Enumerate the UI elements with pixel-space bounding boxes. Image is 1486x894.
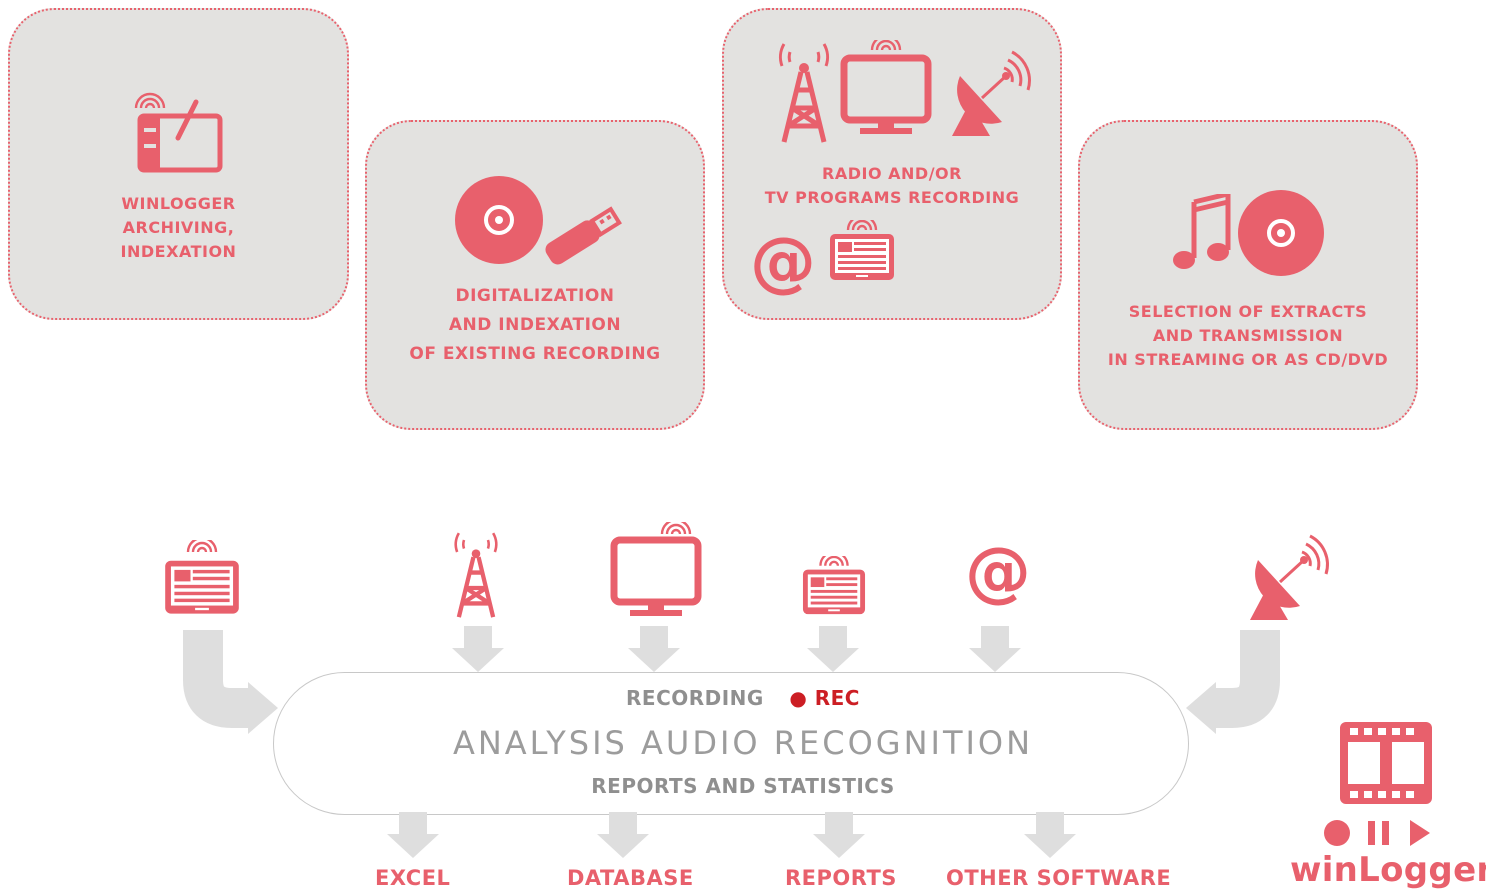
recording-line: RECORDING ● REC: [0, 686, 1486, 710]
card-selection-text: SELECTION OF EXTRACTS AND TRANSMISSION I…: [1107, 302, 1389, 369]
tablet-pen-icon: [130, 88, 230, 174]
disc-icon: [453, 174, 545, 266]
radio-tower-icon: [446, 528, 506, 624]
card-archiving: WINLOGGER ARCHIVING, INDEXATION: [8, 8, 349, 320]
card-selection: SELECTION OF EXTRACTS AND TRANSMISSION I…: [1078, 120, 1418, 430]
news-tablet-icon: [824, 220, 900, 296]
output-reports: REPORTS: [785, 866, 897, 890]
card-digitalization: DIGITALIZATION AND INDEXATION OF EXISTIN…: [365, 120, 705, 430]
rec-label: REC: [814, 686, 860, 710]
rec-dot-icon: ●: [789, 686, 808, 710]
output-excel: EXCEL: [375, 866, 451, 890]
radio-tower-icon: [774, 38, 834, 148]
tv-icon: [604, 522, 708, 622]
at-icon: [958, 536, 1038, 616]
card-radio-tv: RADIO AND/OR TV PROGRAMS RECORDING: [722, 8, 1062, 320]
disc-icon: [1236, 188, 1326, 278]
record-pause-play-icon: [1322, 818, 1442, 848]
usb-drive-icon: [537, 198, 627, 268]
output-database: DATABASE: [567, 866, 694, 890]
music-note-icon: [1168, 194, 1238, 274]
card-digitalization-text: DIGITALIZATION AND INDEXATION OF EXISTIN…: [409, 286, 661, 364]
at-icon: [748, 232, 818, 302]
recording-label: RECORDING: [626, 686, 764, 710]
satellite-dish-icon: [936, 42, 1036, 142]
analysis-label: ANALYSIS AUDIO RECOGNITION: [452, 724, 1034, 762]
film-reel-icon: [1340, 722, 1432, 804]
satellite-dish-icon: [1234, 526, 1338, 626]
card-archiving-text: WINLOGGER ARCHIVING, INDEXATION: [120, 194, 237, 261]
tv-icon: [836, 40, 936, 140]
processing-hub: [273, 672, 1189, 815]
output-arrow-layer: [387, 812, 1076, 858]
news-tablet-icon: [798, 556, 870, 620]
output-other-software: OTHER SOFTWARE: [946, 866, 1172, 890]
brand-name: winLogger: [1290, 850, 1486, 890]
reports-statistics-label: REPORTS AND STATISTICS: [591, 774, 895, 798]
news-tablet-icon: [162, 540, 242, 620]
source-flow-layer: [183, 626, 1280, 734]
card-radio-tv-text: RADIO AND/OR TV PROGRAMS RECORDING: [764, 164, 1020, 207]
